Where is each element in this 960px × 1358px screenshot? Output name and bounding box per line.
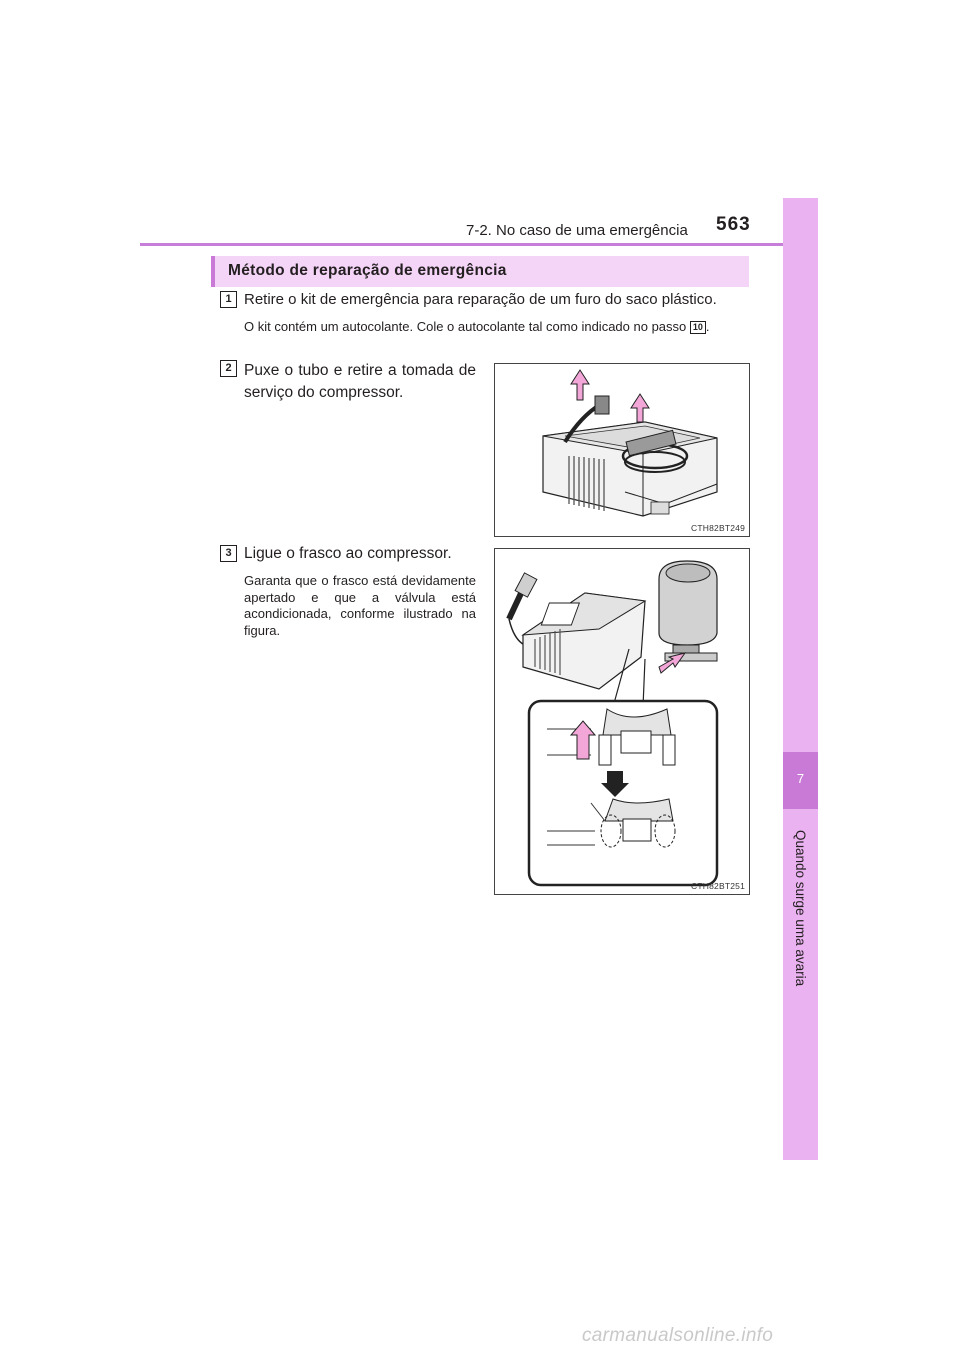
header-section-title: 7-2. No caso de uma emergência — [466, 222, 688, 239]
compressor-tube-figure: CTH82BT249 — [494, 363, 750, 537]
step-number-3: 3 — [220, 545, 237, 562]
watermark-text: carmanualsonline.info — [582, 1325, 774, 1346]
step-number-2: 2 — [220, 360, 237, 377]
step-1-note-text: O kit contém um autocolante. Cole o auto… — [244, 319, 687, 334]
chapter-title: Quando surge uma avaria — [793, 830, 808, 987]
step-1-note-end: . — [705, 319, 710, 334]
header-divider — [140, 243, 818, 246]
section-heading-text: Método de reparação de emergência — [228, 262, 507, 279]
step-1-text: Retire o kit de emergência para reparaçã… — [244, 291, 717, 308]
bottle-connection-illustration — [506, 560, 719, 887]
chapter-number: 7 — [796, 771, 805, 786]
section-heading: Método de reparação de emergência — [211, 256, 749, 287]
figure-code-251: CTH82BT251 — [691, 881, 745, 891]
compressor-illustration — [542, 369, 718, 517]
chapter-number-tab: 7 — [783, 752, 818, 809]
figure-code-249: CTH82BT249 — [691, 523, 745, 533]
step-1-note: O kit contém um autocolante. Cole o auto… — [244, 319, 744, 336]
bottle-compressor-figure: CTH82BT251 — [494, 548, 750, 895]
step-2-text: Puxe o tubo e retire a tomada de serviço… — [244, 362, 476, 401]
chapter-side-tab — [783, 198, 818, 1160]
step-reference-box: 10 — [689, 321, 706, 334]
page-number: 563 — [716, 214, 751, 235]
step-number-1: 1 — [220, 291, 237, 308]
step-3-note: Garanta que o frasco está devidamente ap… — [244, 573, 476, 638]
step-3-text: Ligue o frasco ao compressor. — [244, 545, 452, 562]
